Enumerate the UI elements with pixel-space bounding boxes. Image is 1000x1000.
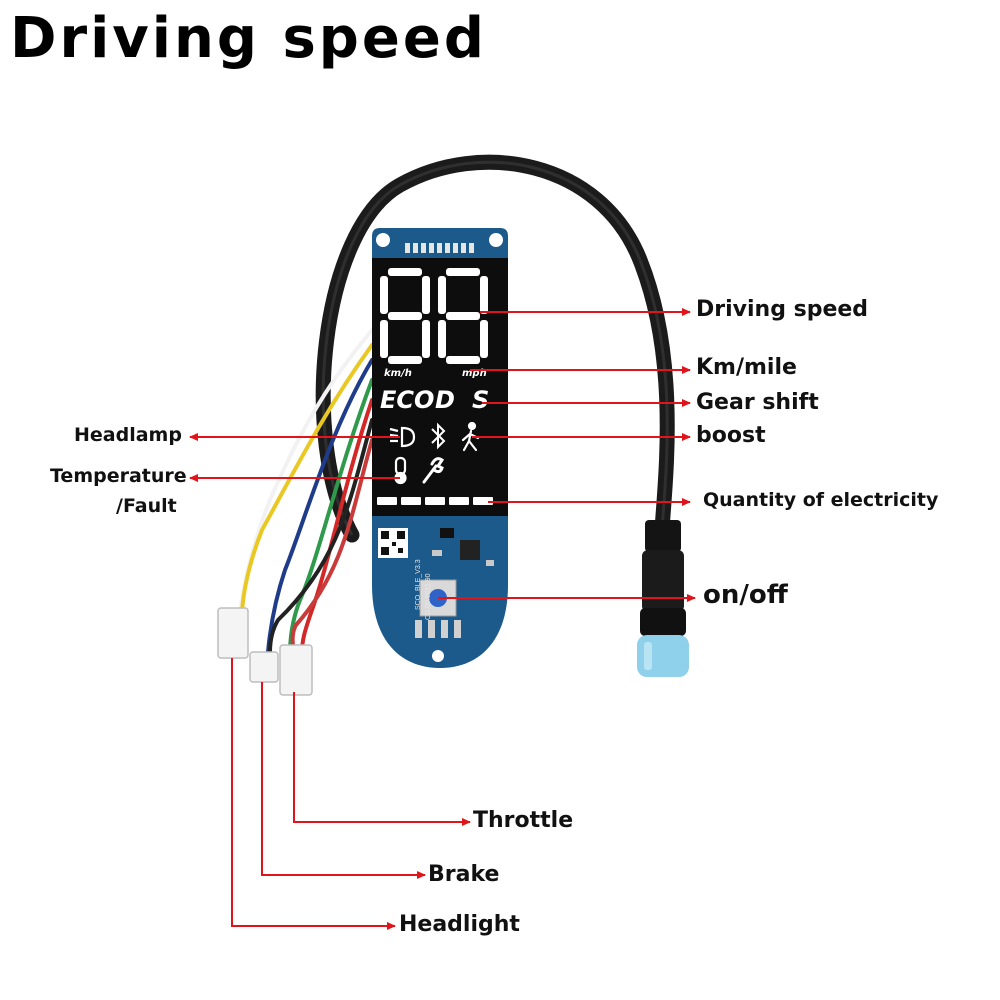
arrow-headlight <box>231 658 396 930</box>
walk-icon <box>461 421 480 452</box>
label-on-off: on/off <box>703 580 788 610</box>
label-throttle: Throttle <box>473 808 574 833</box>
battery-bars <box>377 497 493 505</box>
mode-s: S <box>472 386 489 414</box>
label-gear-shift: Gear shift <box>696 390 819 415</box>
label-temperature: Temperature <box>50 465 187 487</box>
wrench-icon <box>422 457 445 484</box>
mode-d: D <box>435 386 455 414</box>
label-driving-speed: Driving speed <box>696 297 869 322</box>
callout-arrows <box>189 308 696 930</box>
pcb-pins <box>405 243 474 253</box>
label-quantity: Quantity of electricity <box>703 489 939 511</box>
label-headlight: Headlight <box>399 912 520 937</box>
bluetooth-icon <box>431 422 446 450</box>
cable-connector <box>637 520 689 677</box>
wire-plugs <box>217 607 313 696</box>
unit-mph: mph <box>462 368 487 379</box>
headlamp-icon <box>389 426 416 448</box>
label-km-mile: Km/mile <box>696 355 797 380</box>
board-text-1: SCO_BLE_V3.3 <box>415 559 422 610</box>
mode-eco: ECO <box>380 386 434 414</box>
temperature-icon <box>394 456 407 485</box>
unit-kmh: km/h <box>384 368 412 379</box>
label-boost: boost <box>696 423 766 448</box>
speed-digits <box>380 268 488 364</box>
arrow-throttle <box>293 692 471 826</box>
label-fault: /Fault <box>116 495 177 517</box>
label-brake: Brake <box>428 862 500 887</box>
qr-code <box>378 528 408 558</box>
board-text-2: CD.00.0011.90 <box>425 573 432 620</box>
page-title: Driving speed <box>10 6 487 71</box>
arrow-brake <box>261 682 426 879</box>
wire-bundle <box>238 328 374 654</box>
label-headlamp: Headlamp <box>74 424 182 446</box>
